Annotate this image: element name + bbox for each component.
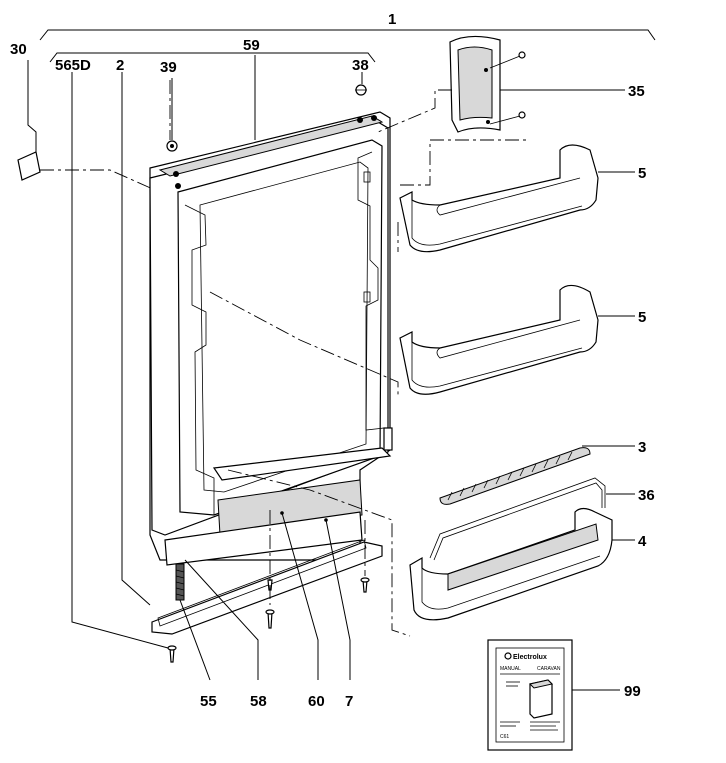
- label-3: 3: [638, 439, 646, 456]
- part-3-retainer-bar: [439, 447, 591, 505]
- label-60: 60: [308, 693, 325, 710]
- part-5-lower-shelf: [209, 284, 599, 396]
- label-38: 38: [352, 57, 369, 74]
- label-565D: 565D: [55, 57, 91, 74]
- label-39: 39: [160, 59, 177, 76]
- part-4-bottom-shelf: [227, 469, 613, 637]
- spring-55: [175, 563, 185, 601]
- label-30: 30: [10, 41, 27, 58]
- label-36: 36: [638, 487, 655, 504]
- label-59: 59: [243, 37, 260, 54]
- door-frame-bracket-59: [49, 52, 376, 63]
- part-5-upper-shelf: [397, 139, 599, 253]
- manual-right-title: CARAVAN: [537, 666, 561, 672]
- manual-left-title: MANUAL: [500, 666, 521, 672]
- label-55: 55: [200, 693, 217, 710]
- label-35: 35: [628, 83, 645, 100]
- manual-footer: C61: [500, 734, 509, 740]
- door-frame: [149, 72, 393, 663]
- part-35-handle: [377, 35, 526, 133]
- label-5-lower: 5: [638, 309, 646, 326]
- part-36-wire-rail: [429, 477, 606, 561]
- bottom-hinge-plate: [151, 541, 383, 635]
- manual-brand: Electrolux: [513, 654, 547, 661]
- leader-lines: [71, 55, 635, 691]
- part-99-manual: Electrolux MANUAL CARAVAN C61: [487, 639, 573, 751]
- label-2: 2: [116, 57, 124, 74]
- part-30-clip: [17, 60, 156, 191]
- part-number-labels: 1 30 565D 2 39 59 38 35 5 5 3 36 4 99 55…: [10, 11, 655, 710]
- label-99: 99: [624, 683, 641, 700]
- label-7: 7: [345, 693, 353, 710]
- label-5-upper: 5: [638, 165, 646, 182]
- label-4: 4: [638, 533, 647, 550]
- label-58: 58: [250, 693, 267, 710]
- label-1: 1: [388, 11, 396, 28]
- screws: [167, 511, 370, 663]
- assembly-bracket-1: [39, 29, 656, 41]
